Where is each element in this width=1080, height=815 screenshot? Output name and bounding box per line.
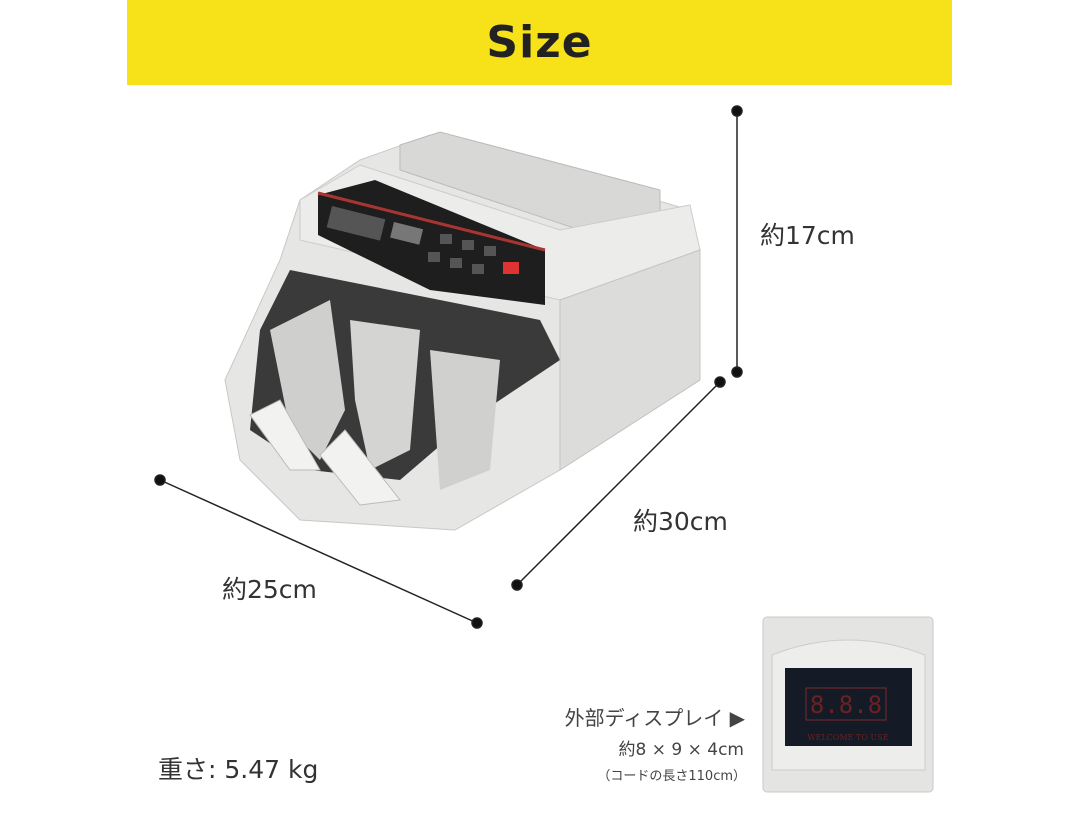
external-display-label: 外部ディスプレイ ▶ [564, 706, 745, 730]
external-display-cord: （コードの長さ110cm） [597, 769, 746, 784]
money-counter-machine [224, 131, 701, 531]
external-display-size: 約8 × 9 × 4cm [618, 740, 744, 760]
depth-label: 約30cm [633, 507, 728, 536]
dimension-lines [154, 105, 743, 629]
title-banner: Size [127, 0, 952, 85]
display-digits: 8.8.8 [810, 691, 882, 719]
display-welcome-text: WELCOME TO USE [807, 733, 888, 742]
weight-label: 重さ: 5.47 kg [158, 755, 319, 784]
title: Size [486, 17, 593, 68]
width-label: 約25cm [222, 575, 317, 604]
external-display-illustration: 8.8.8 WELCOME TO USE [762, 616, 934, 793]
height-label: 約17cm [760, 221, 855, 250]
